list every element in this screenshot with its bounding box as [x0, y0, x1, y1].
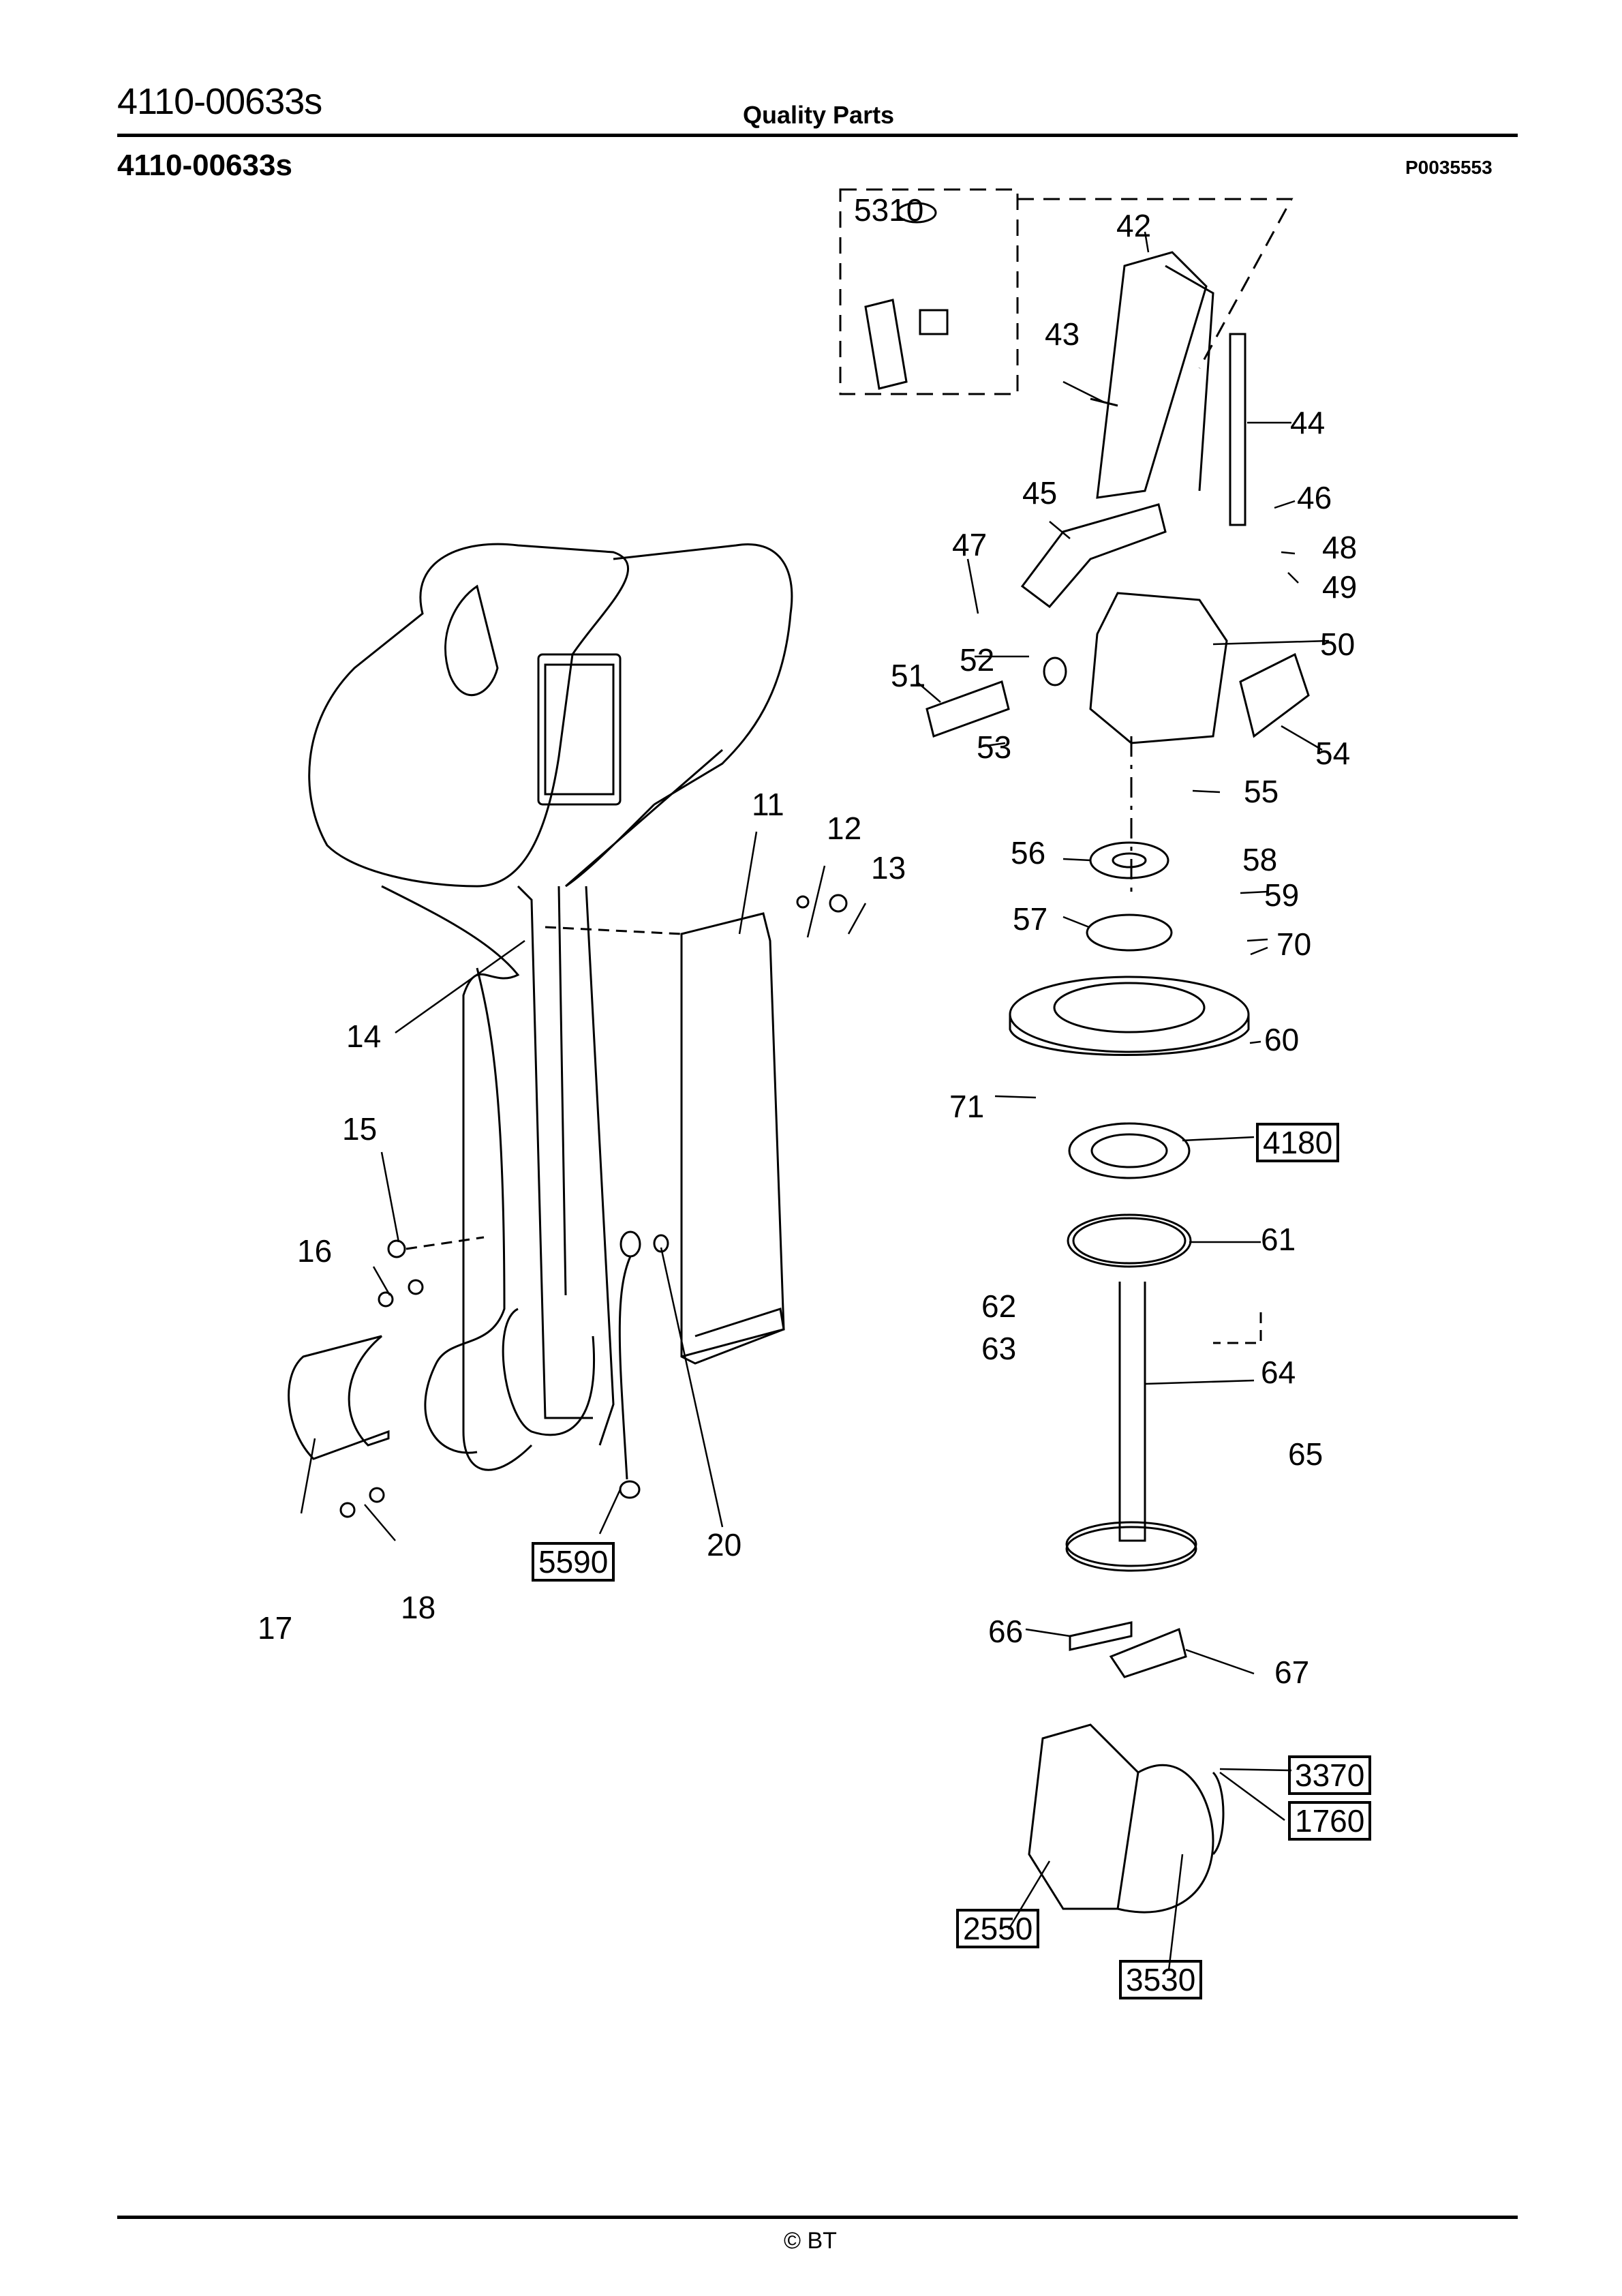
callout-44: 44: [1290, 405, 1326, 440]
header-title: Quality Parts: [743, 101, 895, 129]
callout-49: 49: [1322, 569, 1358, 605]
callout-47: 47: [952, 527, 988, 562]
callout-66: 66: [988, 1614, 1024, 1649]
callout-52: 52: [960, 642, 995, 678]
header-rule: [117, 134, 1518, 137]
callout-51: 51: [891, 658, 926, 693]
copyright: © BT: [784, 2228, 837, 2254]
fasteners-left-drawing: [339, 894, 848, 1518]
callout-11: 11: [752, 787, 784, 822]
callout-3370: 3370: [1288, 1755, 1372, 1795]
callout-12: 12: [827, 811, 862, 846]
callout-16: 16: [297, 1233, 333, 1269]
callout-5310: 5310: [854, 192, 924, 228]
footer-rule: [117, 2216, 1518, 2219]
tiller-head-drawing: [308, 543, 793, 1471]
callout-4180: 4180: [1256, 1123, 1340, 1162]
callout-48: 48: [1322, 530, 1358, 565]
callout-64: 64: [1261, 1355, 1296, 1390]
callout-1760: 1760: [1288, 1801, 1372, 1841]
section-code: 4110-00633s: [117, 149, 292, 182]
callout-50: 50: [1320, 626, 1356, 662]
callout-61: 61: [1261, 1222, 1296, 1257]
document-code: 4110-00633s: [117, 81, 322, 122]
callout-3530: 3530: [1119, 1960, 1203, 1999]
callout-71: 71: [949, 1089, 985, 1124]
callout-58: 58: [1242, 842, 1278, 877]
callout-70: 70: [1276, 926, 1312, 962]
callout-17: 17: [258, 1610, 293, 1646]
callout-63: 63: [981, 1331, 1017, 1366]
callout-55: 55: [1244, 774, 1279, 809]
callout-46: 46: [1297, 480, 1332, 515]
callout-59: 59: [1264, 877, 1300, 913]
kit-5310-box: [839, 188, 1294, 395]
callout-15: 15: [342, 1111, 378, 1147]
callout-57: 57: [1013, 901, 1048, 937]
callout-56: 56: [1011, 835, 1046, 871]
callout-18: 18: [401, 1590, 436, 1625]
drive-assembly-drawing: [925, 251, 1310, 1914]
cover-plate-11-drawing: [680, 912, 785, 1365]
callout-60: 60: [1264, 1022, 1300, 1057]
drawing-reference: P0035553: [1405, 157, 1493, 178]
callout-67: 67: [1274, 1655, 1310, 1690]
callout-20: 20: [707, 1527, 742, 1562]
callout-62: 62: [981, 1288, 1017, 1324]
callout-53: 53: [977, 729, 1012, 765]
callout-43: 43: [1045, 316, 1080, 352]
callout-54: 54: [1315, 736, 1351, 771]
callout-14: 14: [346, 1018, 382, 1054]
shield-17-drawing: [288, 1335, 390, 1460]
callout-65: 65: [1288, 1436, 1323, 1472]
leader-lines: [300, 231, 1330, 1971]
callout-45: 45: [1022, 475, 1058, 511]
callout-2550: 2550: [956, 1909, 1040, 1948]
callout-13: 13: [871, 850, 906, 886]
callout-42: 42: [1116, 208, 1152, 243]
callout-5590: 5590: [532, 1542, 615, 1582]
